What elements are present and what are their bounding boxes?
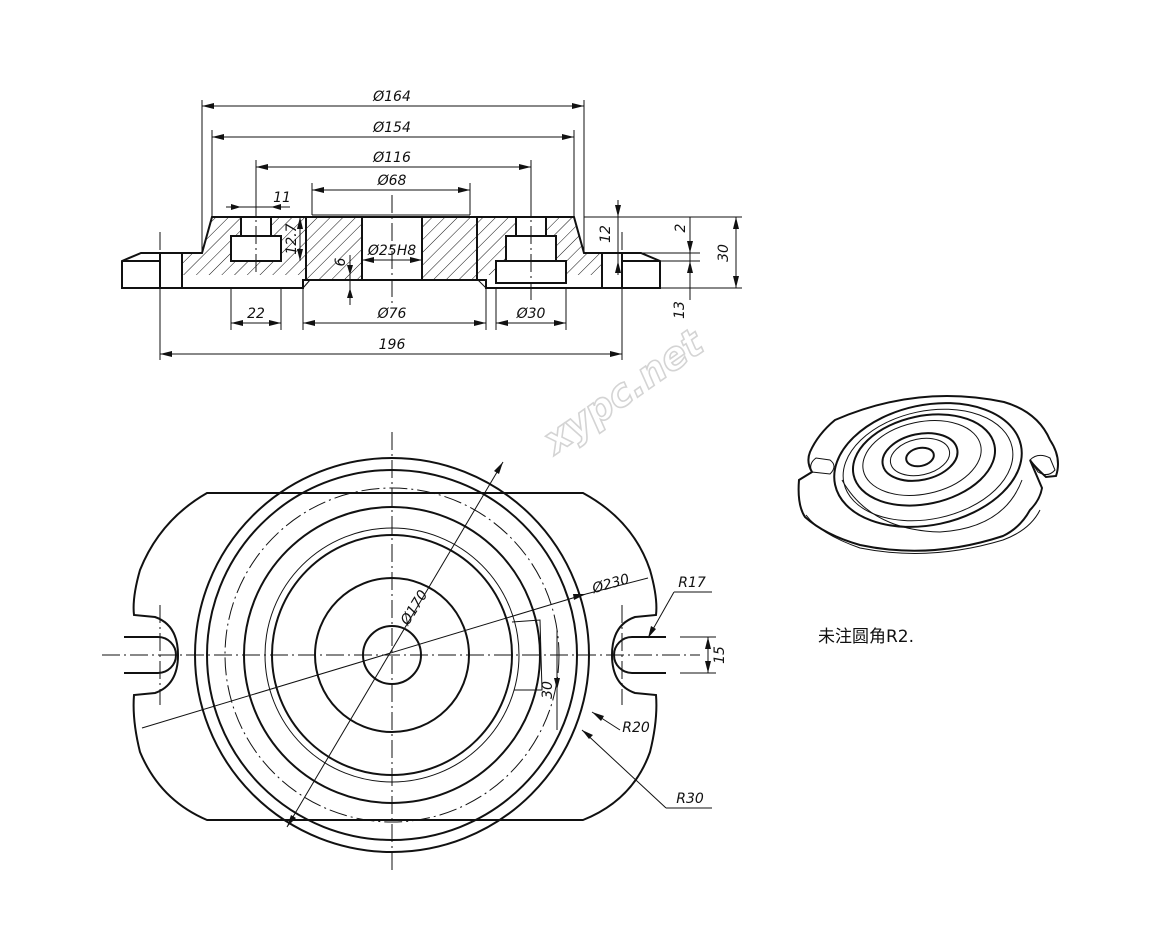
dim-d154: Ø154: [372, 120, 411, 136]
dim-h30-plan: 30: [540, 681, 556, 699]
dim-d68: Ø68: [377, 173, 407, 189]
watermark: xypc.net: [533, 319, 712, 463]
dim-h127: 12.7: [284, 223, 300, 254]
plan-view: Ø170 Ø230 R17 15 30 R20 R30: [102, 432, 728, 870]
dim-r30: R30: [676, 791, 704, 807]
dim-h12: 12: [598, 225, 614, 243]
dim-lines-top: [201, 100, 585, 305]
dim-w196: 196: [379, 337, 406, 353]
dim-d230: Ø230: [590, 571, 632, 597]
dim-d30: Ø30: [516, 306, 546, 322]
dim-lines-bottom: [159, 288, 623, 360]
dim-r17: R17: [678, 575, 706, 591]
dim-h6: 6: [333, 257, 349, 266]
dim-d116: Ø116: [372, 150, 411, 166]
dim-h30: 30: [716, 244, 732, 262]
dim-d170: Ø170: [397, 588, 431, 629]
dim-w11: 11: [273, 190, 291, 206]
plan-outline: [132, 492, 658, 821]
isometric-view: [797, 395, 1059, 554]
section-hatching: [182, 217, 602, 280]
section-view: Ø164 Ø154 Ø116 Ø68 Ø25H8 Ø76 Ø30 11 22 1…: [121, 89, 742, 360]
dim-lines-right: [584, 200, 742, 300]
dim-d164: Ø164: [372, 89, 411, 105]
plan-dim-lines: [141, 461, 716, 828]
dim-d25h8: Ø25H8: [367, 243, 416, 259]
dim-d76: Ø76: [377, 306, 407, 322]
dim-h2: 2: [673, 223, 689, 232]
dim-w15: 15: [712, 646, 728, 664]
dim-h13: 13: [672, 301, 688, 319]
fillet-note: 未注圆角R2.: [818, 627, 914, 647]
dim-w22: 22: [247, 306, 265, 322]
dim-r20: R20: [622, 720, 650, 736]
